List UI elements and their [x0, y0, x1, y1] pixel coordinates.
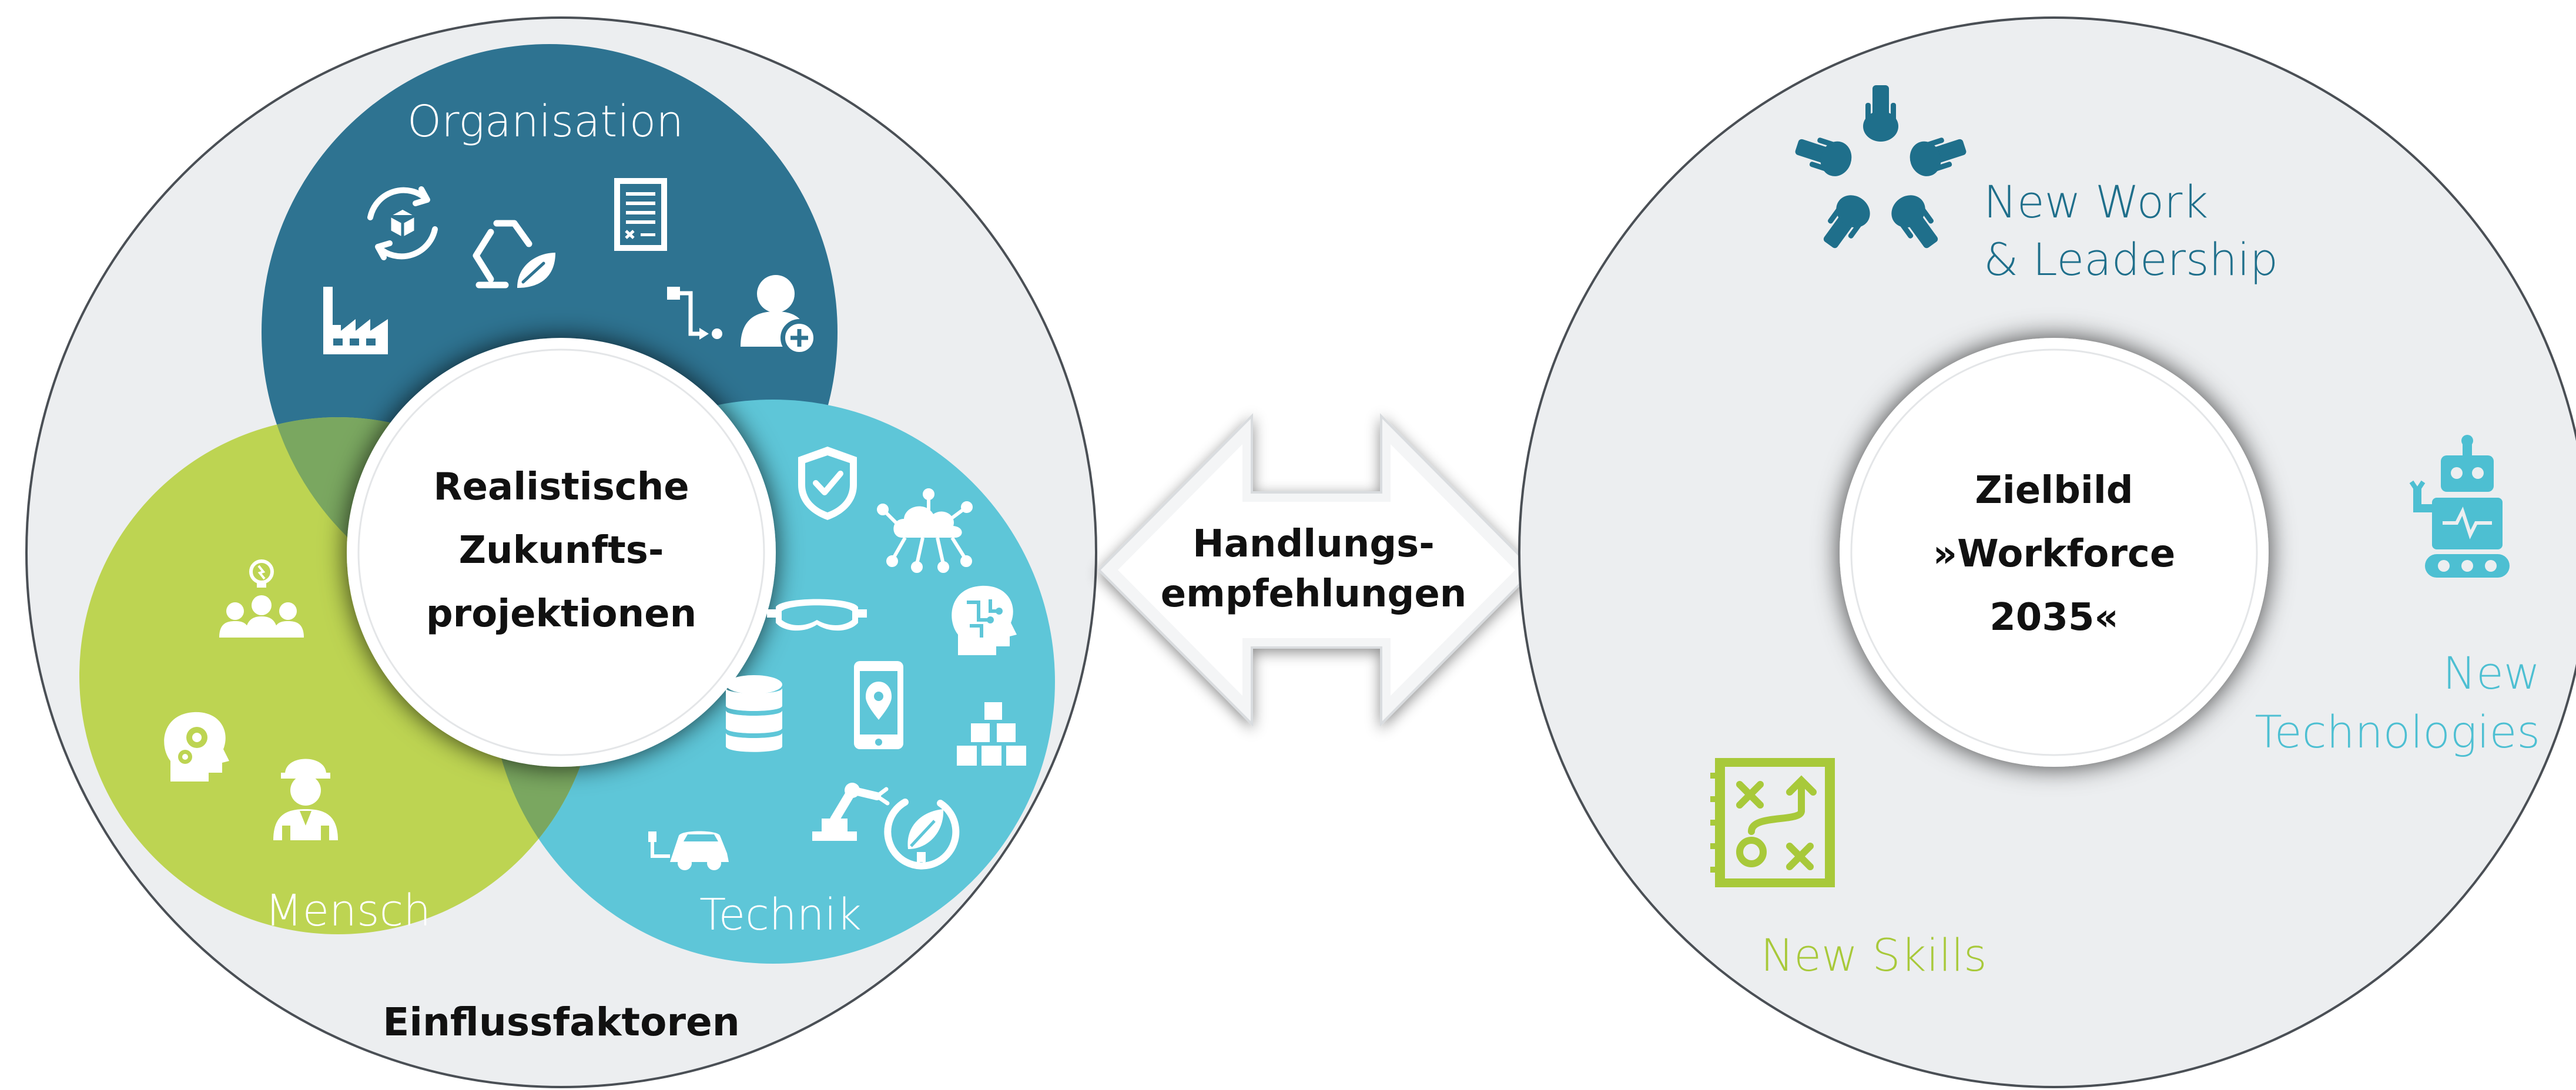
hands-together-icon — [1795, 85, 1967, 249]
worker-icon — [273, 759, 338, 840]
database-icon — [726, 675, 782, 752]
mensch-label: Mensch — [265, 886, 431, 936]
handlungsempfehlungen-arrow — [1097, 413, 1536, 727]
new-tech-line-2: Technologies — [2255, 706, 2540, 758]
vr-headset-icon — [767, 599, 867, 631]
add-user-icon — [741, 275, 818, 357]
robot-icon — [2409, 435, 2510, 578]
new-skills-label: New Skills — [1760, 929, 1987, 981]
robot-arm-icon — [812, 783, 890, 841]
boxes-icon — [957, 702, 1026, 766]
head-gears-icon — [164, 712, 229, 782]
cloud-network-icon — [877, 488, 973, 573]
einflussfaktoren-caption: Einflussfaktoren — [383, 1000, 740, 1045]
head-circuit-icon — [952, 585, 1017, 655]
electric-car-icon — [648, 831, 729, 870]
arrow-line-2: empfehlungen — [1161, 572, 1467, 616]
recycle-leaf-icon — [473, 220, 555, 289]
strategy-board-icon — [1710, 758, 1835, 887]
new-work-line-2: & Leadership — [1984, 233, 2278, 286]
document-icon — [614, 178, 667, 251]
right-panel: Zielbild »Workforce 2035« New Work & Lea… — [1518, 16, 2576, 1088]
green-energy-icon — [884, 799, 960, 870]
shield-check-icon — [798, 447, 857, 520]
arrow-line-1: Handlungs- — [1192, 522, 1435, 566]
left-panel: Realistische Zukunfts- projektionen Orga… — [25, 16, 1097, 1088]
center-line-3: projektionen — [426, 592, 696, 636]
smartphone-location-icon — [854, 661, 903, 749]
right-center-inner — [1850, 348, 2258, 756]
center-line-2: Zukunfts- — [459, 529, 664, 572]
left-center-inner — [357, 348, 765, 756]
factory-icon — [323, 287, 388, 354]
workflow-icon — [667, 287, 722, 340]
center-line-1: Realistische — [433, 465, 689, 509]
new-work-line-1: New Work — [1984, 176, 2208, 228]
zielbild-line-3: 2035« — [1989, 596, 2118, 639]
zielbild-line-2: »Workforce — [1933, 532, 2175, 576]
technik-label: Technik — [699, 890, 862, 940]
package-cycle-icon — [367, 186, 438, 260]
organisation-label: Organisation — [407, 96, 684, 147]
zielbild-line-1: Zielbild — [1975, 469, 2133, 512]
new-tech-line-1: New — [2443, 647, 2540, 699]
team-idea-icon — [219, 559, 304, 638]
